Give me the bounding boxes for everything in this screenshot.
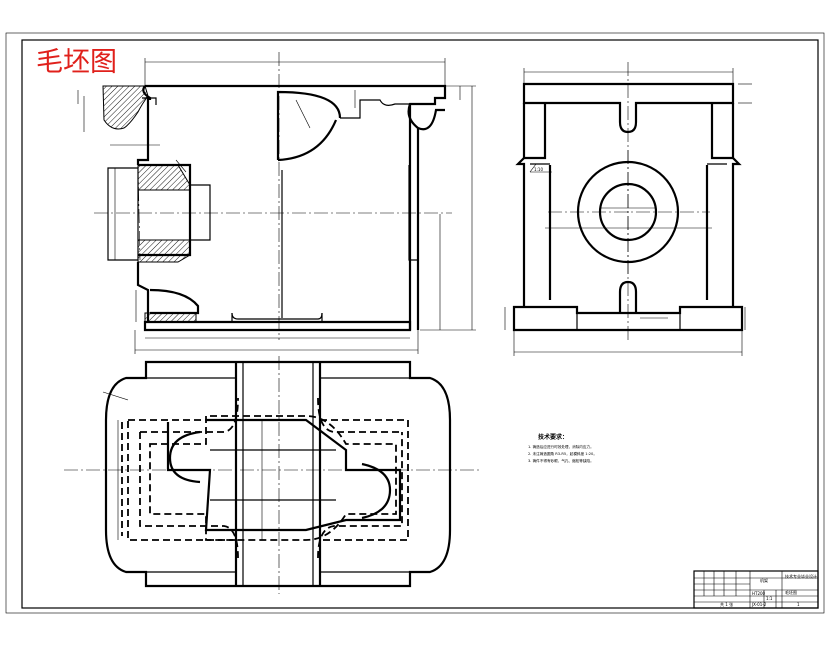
title-block: 机架 技术专业毕业设计 毛坯图 HT200 1:1 JX-01-2 1 共 1 … bbox=[693, 570, 819, 609]
notes-heading: 技术要求： bbox=[538, 433, 568, 441]
technical-notes: 技术要求： 1. 铸造后应进行时效处理，消除内应力。 2. 未注铸造圆角 R3-… bbox=[528, 433, 597, 463]
note-item-2: 2. 未注铸造圆角 R3-R5，起模斜度 1:20。 bbox=[528, 451, 597, 456]
title-material: HT200 bbox=[752, 591, 766, 596]
title-company: 技术专业毕业设计 bbox=[785, 573, 817, 579]
boss-section-lower bbox=[137, 239, 191, 263]
outer-frame bbox=[5, 32, 825, 614]
slope-label: 1:10 bbox=[534, 167, 543, 172]
stamp-label: 毛坯图 bbox=[36, 47, 117, 78]
title-scale: 1:1 bbox=[766, 596, 773, 601]
base-section bbox=[144, 312, 197, 323]
note-item-3: 3. 铸件不得有砂眼、气孔、缩松等缺陷。 bbox=[528, 458, 594, 463]
title-code: JX-01-2 bbox=[751, 602, 767, 607]
boss-section bbox=[137, 164, 191, 191]
title-qty: 1 bbox=[797, 602, 800, 607]
title-drawing-no: 毛坯图 bbox=[785, 589, 797, 595]
side-view: 1:10 bbox=[504, 62, 752, 356]
top-view bbox=[64, 356, 480, 594]
top-lug-section bbox=[102, 85, 149, 130]
title-part-name: 机架 bbox=[760, 577, 768, 583]
inner-frame bbox=[21, 39, 819, 609]
title-sheet: 共 1 张 bbox=[720, 601, 733, 607]
front-view bbox=[77, 52, 476, 354]
note-item-1: 1. 铸造后应进行时效处理，消除内应力。 bbox=[528, 444, 594, 449]
